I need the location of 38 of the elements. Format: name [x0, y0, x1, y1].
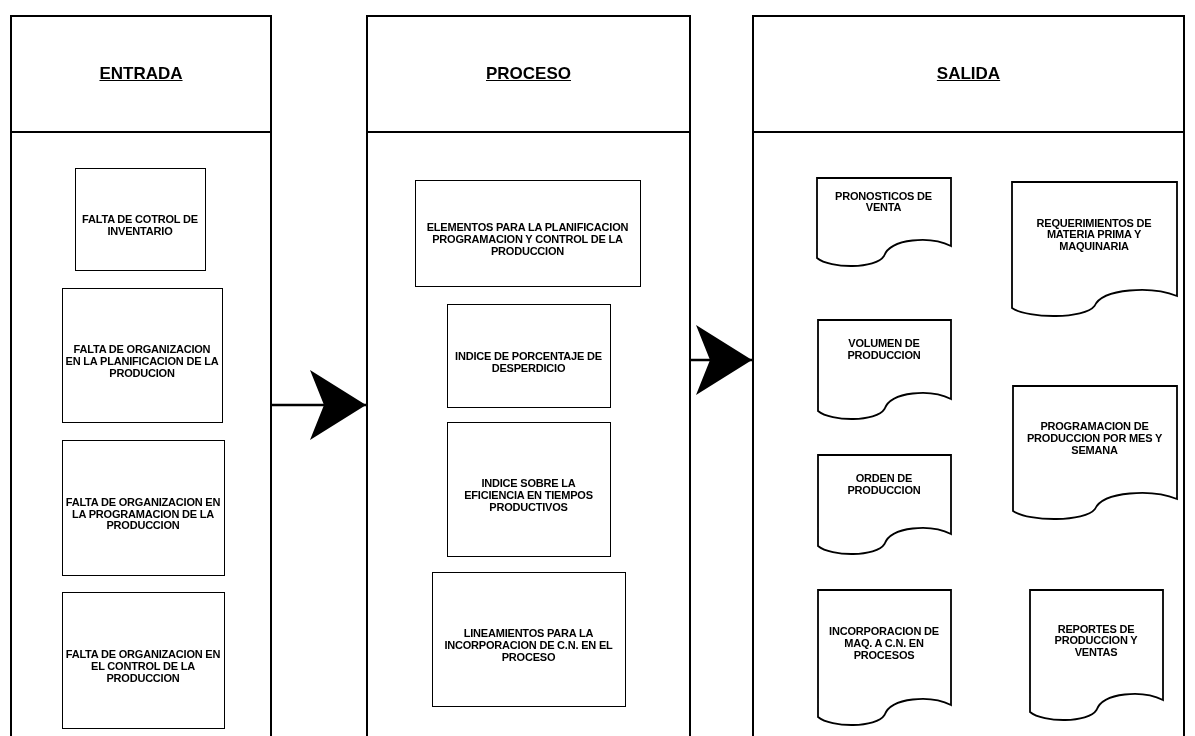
document-shape	[817, 589, 951, 729]
box-text: FALTA DE COTROL DE INVENTARIO	[81, 214, 199, 238]
box-text: INDICE SOBRE LA EFICIENCIA EN TIEMPOS PRODUCTIVOS	[463, 478, 594, 514]
document-text: PROGRAMACION DE PRODUCCION POR MES Y SEMANA	[1025, 421, 1164, 457]
box-text: LINEAMIENTOS PARA LA INCORPORACION DE C.N. EN EL PROCESO	[443, 628, 614, 664]
document-text: ORDEN DE PRODUCCION	[846, 473, 922, 497]
process-box	[61, 439, 225, 576]
process-box	[414, 179, 641, 287]
process-box	[61, 591, 225, 729]
box-text: INDICE DE PORCENTAJE DE DESPERDICIO	[454, 350, 603, 375]
column-panel	[752, 15, 1185, 736]
process-box	[74, 167, 206, 271]
arrow	[272, 370, 366, 440]
arrow	[691, 325, 752, 395]
document-shape	[1012, 385, 1177, 523]
document-shape	[817, 319, 951, 423]
box-text: ELEMENTOS PARA LA PLANIFICACION PROGRAMACION Y CONTROL DE LA PRODUCCION	[425, 222, 630, 258]
box-text: FALTA DE ORGANIZACION EN LA PLANIFICACION DE LA PRODUCION	[65, 344, 219, 380]
column-heading: SALIDA	[936, 64, 1001, 84]
document-shape	[1011, 181, 1177, 320]
process-box	[431, 571, 626, 707]
box-text: FALTA DE ORGANIZACION EN EL CONTROL DE LA PRODUCCION	[65, 649, 221, 685]
column-panel	[366, 15, 691, 736]
document-text: PRONOSTICOS DE VENTA	[834, 190, 933, 215]
column-heading: ENTRADA	[99, 64, 183, 84]
document-shape	[816, 177, 951, 270]
document-text: REQUERIMIENTOS DE MATERIA PRIMA Y MAQUINARIA	[1035, 217, 1153, 254]
column-heading: PROCESO	[486, 64, 571, 84]
column-panel	[10, 15, 272, 736]
process-box	[61, 287, 223, 423]
document-text: REPORTES DE PRODUCCION Y VENTAS	[1053, 623, 1139, 660]
document-shape	[1029, 589, 1163, 724]
process-box	[446, 303, 611, 408]
document-text: INCORPORACION DE MAQ. A C.N. EN PROCESOS	[828, 626, 940, 662]
box-text: FALTA DE ORGANIZACION EN LA PROGRAMACION DE LA PRODUCCION	[65, 496, 221, 533]
process-box	[446, 421, 611, 557]
document-text: VOLUMEN DE PRODUCCION	[846, 338, 922, 362]
document-shape	[817, 454, 951, 558]
